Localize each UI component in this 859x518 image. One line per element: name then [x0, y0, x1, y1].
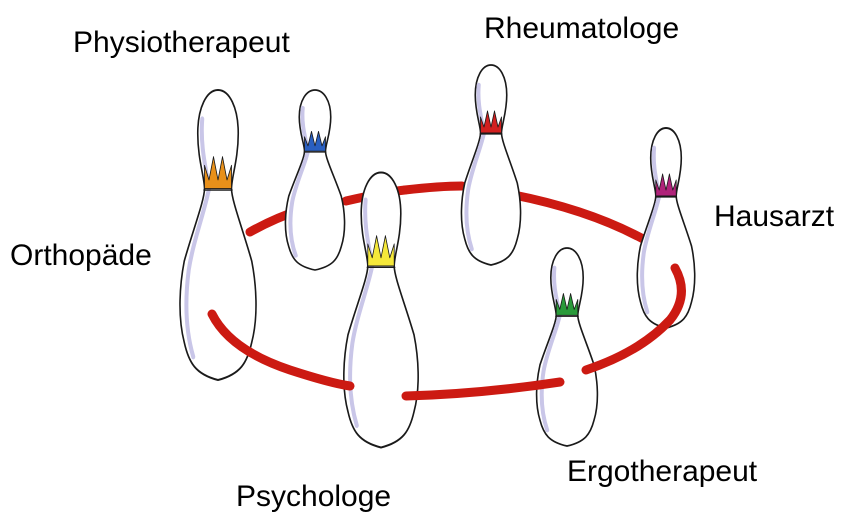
label-orthopaede: Orthopäde: [10, 241, 152, 271]
label-hausarzt: Hausarzt: [714, 202, 834, 232]
pin-body: [285, 90, 344, 270]
pin-hausarzt: [637, 128, 694, 328]
pin-body: [180, 90, 256, 380]
ring-segment-back-right: [514, 195, 645, 240]
pin-physiotherapeut: [285, 90, 344, 270]
pin-rheumatologe: [461, 65, 520, 265]
pin-body: [537, 248, 598, 446]
ring-front: [212, 268, 681, 396]
label-physiotherapeut: Physiotherapeut: [73, 28, 290, 58]
pin-psychologe: [344, 173, 418, 448]
pin-body: [344, 173, 418, 448]
pin-orthopaede: [180, 90, 256, 380]
label-ergotherapeut: Ergotherapeut: [567, 457, 757, 487]
pin-ergotherapeut: [537, 248, 598, 446]
label-psychologe: Psychologe: [236, 482, 391, 512]
ring-segment-back-mid2: [405, 186, 462, 190]
pin-body: [461, 65, 520, 265]
label-rheumatologe: Rheumatologe: [484, 14, 679, 44]
